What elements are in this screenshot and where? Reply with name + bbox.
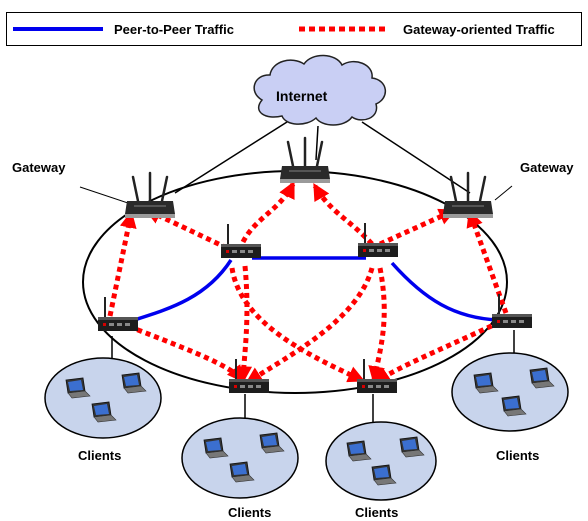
legend: Peer-to-Peer Traffic Gateway-oriented Tr… bbox=[6, 12, 582, 46]
clients-center-left-label: Clients bbox=[228, 505, 272, 520]
client-bubble bbox=[451, 352, 569, 432]
internet-cloud bbox=[253, 54, 386, 126]
clients-center-right-label: Clients bbox=[355, 505, 399, 520]
router-icon-gateway-left bbox=[123, 171, 177, 220]
mesh-router-icon-right bbox=[491, 293, 533, 329]
clients-left-label: Clients bbox=[78, 448, 122, 463]
legend-p2p-label: Peer-to-Peer Traffic bbox=[114, 22, 234, 37]
gw-flow bbox=[466, 209, 509, 314]
router-icon-internet bbox=[278, 136, 332, 185]
client-bubble bbox=[181, 417, 299, 499]
mesh-router-icon-upper-left bbox=[220, 223, 262, 259]
client-group-center-left bbox=[181, 417, 299, 499]
gateway-right-pointer bbox=[494, 185, 513, 201]
client-group-right bbox=[451, 352, 569, 432]
p2p-link bbox=[390, 261, 499, 322]
legend-gateway-label: Gateway-oriented Traffic bbox=[403, 22, 555, 37]
client-bubble bbox=[325, 421, 437, 501]
clients-right-label: Clients bbox=[496, 448, 540, 463]
gw-flow bbox=[107, 210, 137, 317]
gw-flow bbox=[235, 265, 253, 384]
gateway-left-label: Gateway bbox=[12, 160, 66, 175]
cloud-icon bbox=[253, 54, 386, 126]
client-group-center-right bbox=[325, 421, 437, 501]
gw-flow bbox=[378, 208, 457, 247]
legend-p2p-swatch bbox=[13, 27, 103, 31]
mesh-router-icon-left bbox=[97, 296, 139, 332]
p2p-link bbox=[127, 259, 233, 324]
gw-flow bbox=[312, 183, 374, 246]
peer-to-peer-links bbox=[127, 256, 499, 324]
client-stems bbox=[111, 330, 515, 424]
gateway-right-label: Gateway bbox=[520, 160, 574, 175]
gw-flow bbox=[229, 267, 366, 383]
gw-flow bbox=[368, 267, 387, 384]
gateway-left-pointer bbox=[79, 186, 129, 204]
gw-flow bbox=[245, 267, 375, 385]
client-group-left bbox=[44, 357, 162, 439]
mesh-router-icon-bottom-left bbox=[228, 358, 270, 394]
gw-flow bbox=[373, 319, 502, 385]
router-icon-gateway-right bbox=[441, 171, 495, 220]
gw-flow bbox=[240, 180, 296, 244]
client-bubble bbox=[44, 357, 162, 439]
internet-label: Internet bbox=[276, 88, 328, 104]
legend-gateway-swatch bbox=[299, 26, 387, 32]
